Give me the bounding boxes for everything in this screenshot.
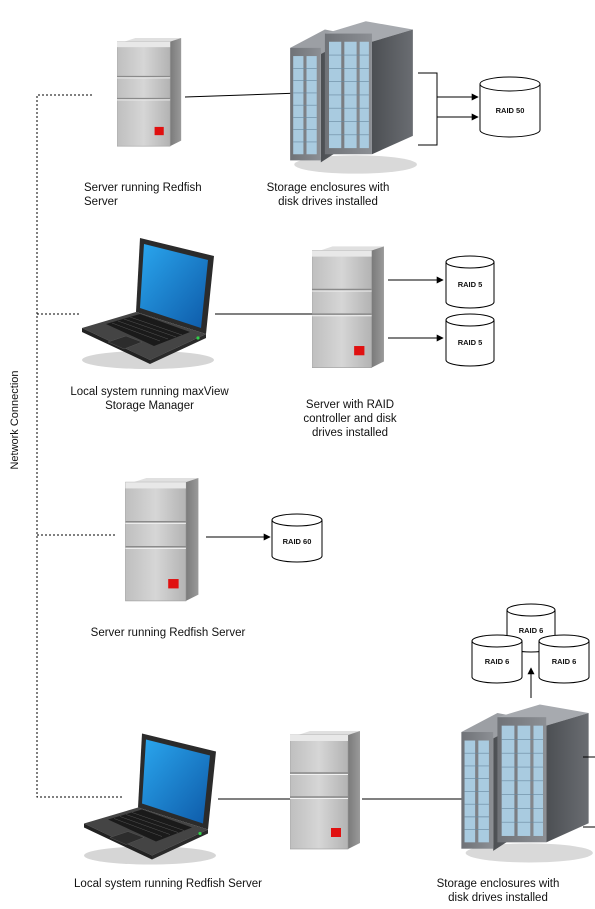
storage2-caption: Storage enclosures with disk drives inst… [412, 877, 584, 905]
storage-enclosure-2 [460, 703, 594, 864]
raid-server-caption: Server with RAID controller and disk dri… [280, 398, 420, 440]
laptop1-caption: Local system running maxView Storage Man… [52, 385, 247, 413]
storage-enclosure-1 [289, 20, 418, 175]
disk-raid5-b: RAID 5 [445, 313, 495, 367]
server1-caption-line2: Server [84, 196, 118, 208]
disk-raid5-b-label: RAID 5 [458, 338, 483, 347]
storage2-side-links [583, 756, 595, 828]
storage2-caption-line1: Storage enclosures with [436, 878, 560, 890]
server3-caption: Server running Redfish Server [90, 627, 246, 639]
network-connection-line [36, 94, 122, 798]
storage1-caption-line1: Storage enclosures with [266, 182, 390, 194]
server1-caption: Server running Redfish Server [84, 181, 254, 209]
raid-server-links [388, 276, 444, 342]
disk-raid50-label: RAID 50 [496, 106, 525, 115]
disk-raid6-left-label: RAID 6 [485, 657, 510, 666]
network-connection-label: Network Connection [9, 370, 21, 470]
raid-server-caption-line3: drives installed [311, 427, 389, 439]
maxview-laptop [81, 238, 215, 370]
laptop1-caption-line1: Local system running maxView [70, 386, 229, 398]
disk-raid6-left: RAID 6 [471, 634, 523, 684]
disk-raid5-a-label: RAID 5 [458, 280, 483, 289]
disk-raid5-a: RAID 5 [445, 255, 495, 309]
raid-server-caption-line2: controller and disk [303, 413, 397, 425]
server1-caption-line1: Server running Redfish [84, 182, 202, 194]
laptop2-caption: Local system running Redfish Server [74, 878, 262, 890]
raid-server [312, 246, 385, 369]
link-server1-storage [184, 92, 301, 98]
disk-raid6-right: RAID 6 [538, 634, 590, 684]
redfish-server-3 [124, 478, 200, 602]
bracket-storage-1 [418, 72, 479, 146]
redfish-server-4 [290, 730, 361, 850]
laptop1-caption-line2: Storage Manager [105, 400, 194, 412]
disk-raid50: RAID 50 [479, 76, 541, 138]
disk-raid60-label: RAID 60 [283, 537, 312, 546]
storage2-caption-line2: disk drives installed [448, 892, 548, 904]
disk-raid60: RAID 60 [271, 513, 323, 563]
storage1-caption-line2: disk drives installed [278, 196, 378, 208]
disk-raid6-top-label: RAID 6 [519, 626, 544, 635]
storage1-caption: Storage enclosures with disk drives inst… [248, 181, 408, 209]
disk-raid6-right-label: RAID 6 [552, 657, 577, 666]
redfish-laptop [83, 732, 217, 866]
raid-server-caption-line1: Server with RAID [305, 399, 395, 411]
redfish-server-1 [117, 37, 182, 147]
